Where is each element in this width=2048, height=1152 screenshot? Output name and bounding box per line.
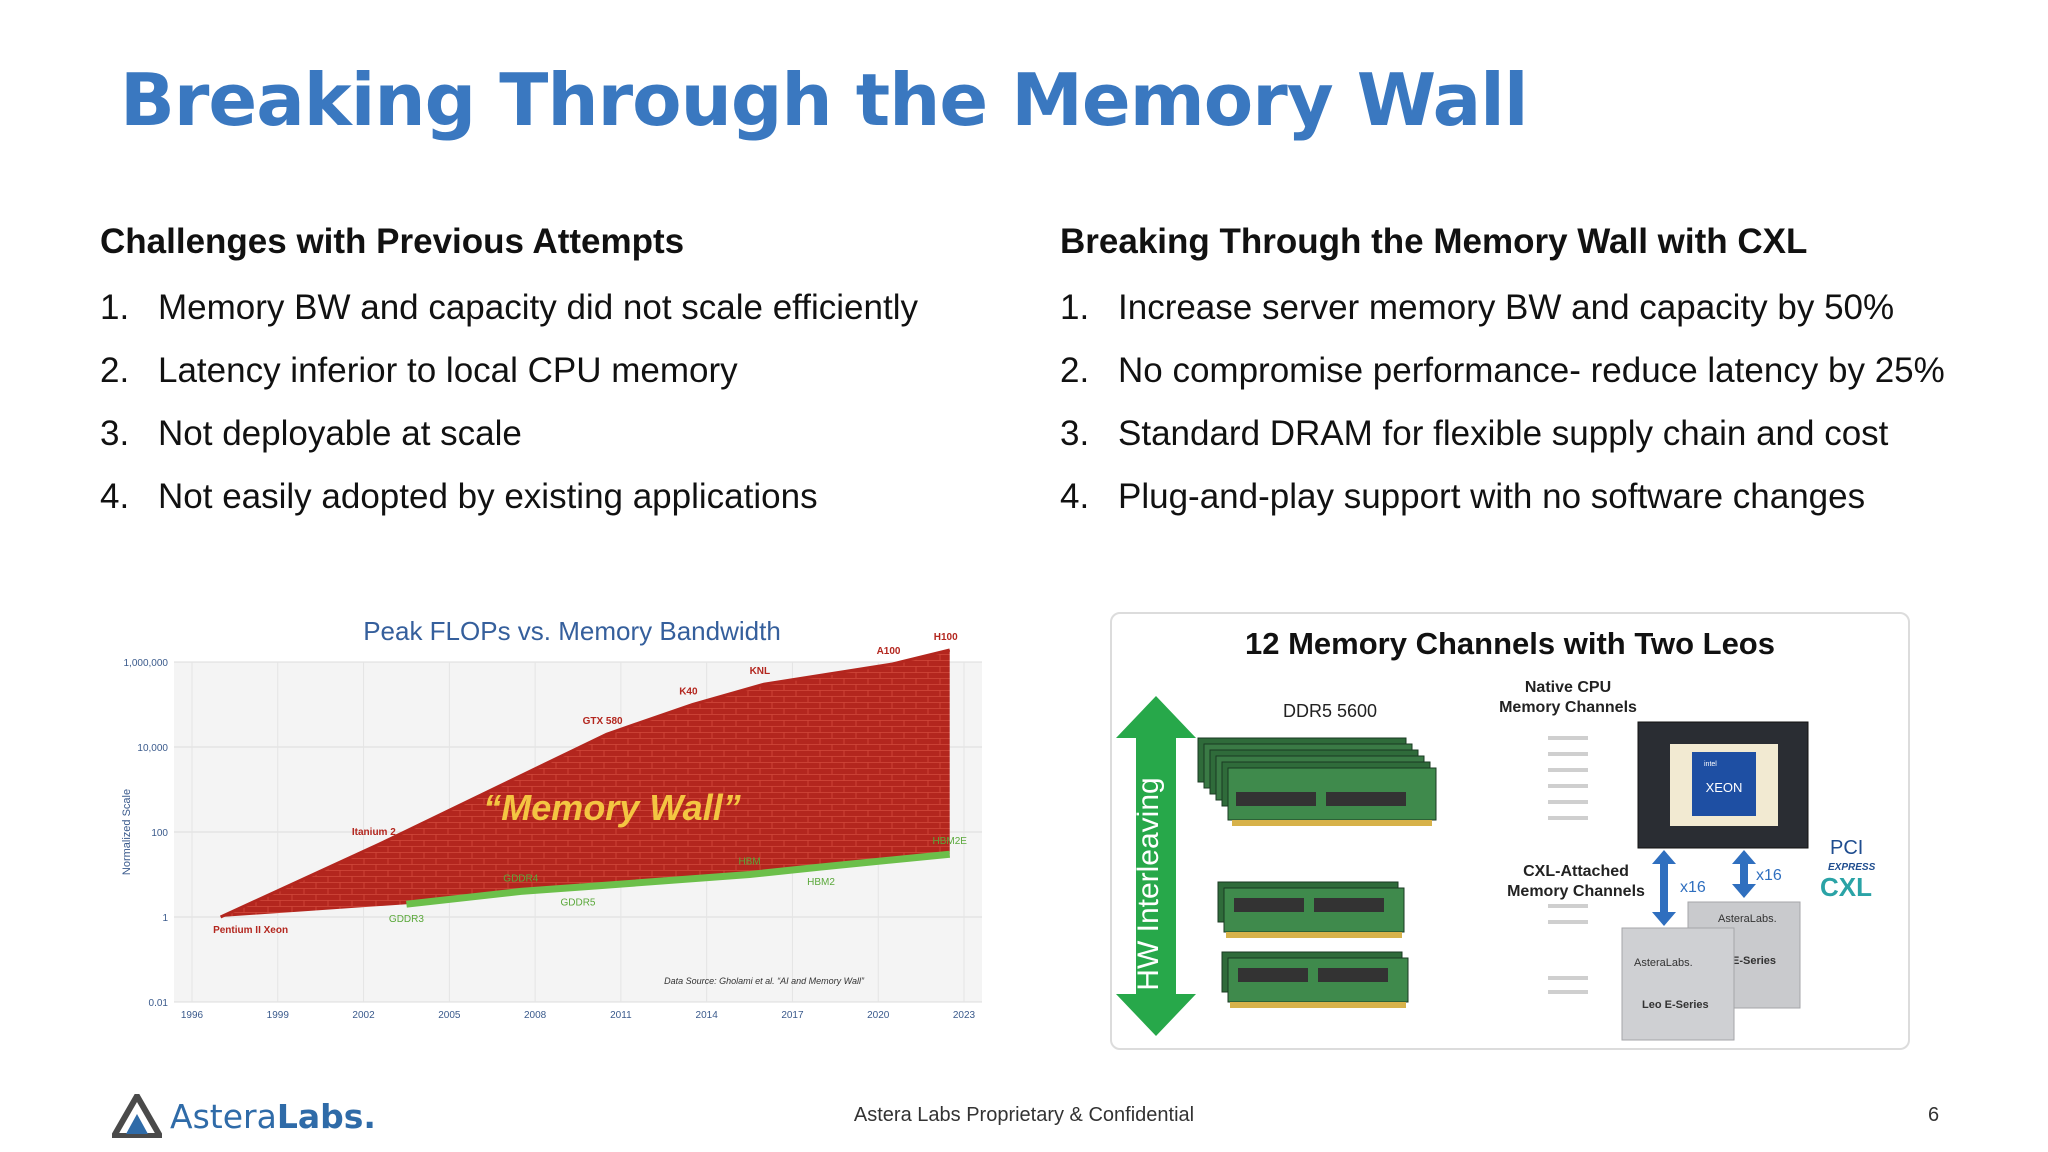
cxl-channels-label-line1: CXL-Attached [1523,863,1629,880]
list-item: 1.Memory BW and capacity did not scale e… [100,288,918,327]
cxl-logo: CXL [1820,872,1872,902]
memory-channels-diagram: 12 Memory Channels with Two Leos HW Inte… [1110,612,1910,1050]
leo-chip-front: AsteraLabs. Leo E-Series [1621,927,1735,1041]
x-tick-label: 2014 [696,1010,719,1021]
x-tick-label: 1999 [267,1010,290,1021]
list-item: 3.Not deployable at scale [100,414,522,453]
astera-labs-logo: AsteraLabs. [112,1094,376,1138]
intel-label: intel [1704,761,1717,768]
x-tick-label: 2020 [867,1010,890,1021]
flops-point-label: K40 [679,687,698,698]
page-number: 6 [1928,1104,1940,1126]
challenges-list: 1.Memory BW and capacity did not scale e… [100,276,1030,528]
challenges-heading: Challenges with Previous Attempts [100,222,685,261]
y-tick-labels: 1,000,000 10,000 100 1 0.01 [124,658,169,1009]
list-item: 1.Increase server memory BW and capacity… [1060,288,1895,327]
cxl-benefits-list: 1.Increase server memory BW and capacity… [1060,276,1990,528]
chip-1-label: Leo E-Series [1642,999,1709,1011]
flops-point-label: GTX 580 [583,716,623,727]
memory-wall-area [220,650,950,917]
data-source-note: Data Source: Gholami et al. “AI and Memo… [664,976,865,986]
flops-series-line [219,648,951,919]
flops-point-label: H100 [934,632,958,643]
x-tick-label: 2011 [610,1010,632,1021]
native-channels-label-line1: Native CPU [1525,679,1611,696]
x-tick-label: 2008 [524,1010,547,1021]
challenges-section: Challenges with Previous Attempts 1.Memo… [100,222,1030,528]
bandwidth-point-label: HBM2 [807,877,835,888]
x-tick-label: 2017 [781,1010,804,1021]
flops-point-label: Itanium 2 [352,827,396,838]
cxl-dimm-upper [1217,881,1405,938]
astera-logo-icon [112,1094,162,1138]
cxl-benefits-section: Breaking Through the Memory Wall with CX… [1060,222,1990,528]
y-tick-label: 1,000,000 [124,658,169,669]
diagram-canvas: 12 Memory Channels with Two Leos HW Inte… [1116,626,1876,1041]
cxl-dimm-lower [1221,951,1409,1008]
bandwidth-series-line [406,850,951,908]
y-tick-label: 100 [151,828,168,839]
x-tick-label: 2002 [352,1010,375,1021]
x-tick-label: 1996 [181,1010,204,1021]
xeon-cpu: intel XEON [1637,721,1809,849]
pci-label: PCI [1830,837,1863,859]
list-item: 2.No compromise performance- reduce late… [1060,351,1945,390]
bandwidth-point-label: HBM [738,857,760,868]
y-axis-label: Normalized Scale [121,789,133,875]
bandwidth-point-label: HBM2E [932,836,967,847]
slide-title: Breaking Through the Memory Wall [120,58,1529,142]
link-2-width: x16 [1756,867,1782,884]
list-item: 4.Not easily adopted by existing applica… [100,477,818,516]
memory-wall-annotation: “Memory Wall” [483,787,740,828]
chart-canvas: Peak FLOPs vs. Memory Bandwidth Normaliz… [121,616,982,1021]
link-1-width: x16 [1680,879,1706,896]
diagram-title: 12 Memory Channels with Two Leos [1245,626,1775,661]
cxl-benefits-heading: Breaking Through the Memory Wall with CX… [1060,222,1808,261]
hw-interleaving-label: HW Interleaving [1132,777,1165,990]
native-dimm-stack [1197,737,1437,826]
y-tick-label: 0.01 [149,998,169,1009]
y-tick-label: 1 [162,913,168,924]
point-labels: Pentium II Xeon Itanium 2 GTX 580 K40 KNL A10… [213,632,967,936]
chip-2-logo: AsteraLabs. [1718,913,1777,925]
x-tick-label: 2005 [438,1010,461,1021]
cxl-channels-label-line2: Memory Channels [1507,883,1645,900]
chip-1-logo: AsteraLabs. [1634,957,1693,969]
bandwidth-point-label: GDDR4 [503,873,538,884]
y-tick-label: 10,000 [137,743,168,754]
flops-point-label: Pentium II Xeon [213,925,288,936]
pci-express-label: EXPRESS [1828,862,1876,873]
native-channels-label-line2: Memory Channels [1499,699,1637,716]
flops-point-label: KNL [750,666,771,677]
ddr-label: DDR5 5600 [1283,701,1377,721]
memory-wall-chart: Peak FLOPs vs. Memory Bandwidth Normaliz… [112,606,992,1046]
chip-2-label: E-Series [1732,955,1776,967]
confidential-footer: Astera Labs Proprietary & Confidential [853,1104,1195,1126]
x-tick-labels: 1996 1999 2002 2005 2008 2011 2014 2017 2020 2023 [181,1010,976,1021]
channel-arrows [1548,736,1588,994]
pci-express-logo: PCI EXPRESS [1828,837,1876,873]
list-item: 2.Latency inferior to local CPU memory [100,351,738,390]
cxl-link-2: x16 [1732,850,1782,898]
hw-interleaving-arrow: HW Interleaving [1116,696,1196,1036]
xeon-label: XEON [1706,780,1743,795]
cxl-link-1: x16 [1652,850,1706,926]
flops-point-label: A100 [877,646,901,657]
bandwidth-point-label: GDDR5 [560,897,595,908]
x-tick-label: 2023 [953,1010,976,1021]
list-item: 4.Plug-and-play support with no software… [1060,477,1866,516]
logo-text: AsteraLabs. [170,1096,376,1136]
list-item: 3.Standard DRAM for flexible supply chai… [1060,414,1889,453]
bandwidth-point-label: GDDR3 [389,914,424,925]
chart-title: Peak FLOPs vs. Memory Bandwidth [363,616,781,646]
